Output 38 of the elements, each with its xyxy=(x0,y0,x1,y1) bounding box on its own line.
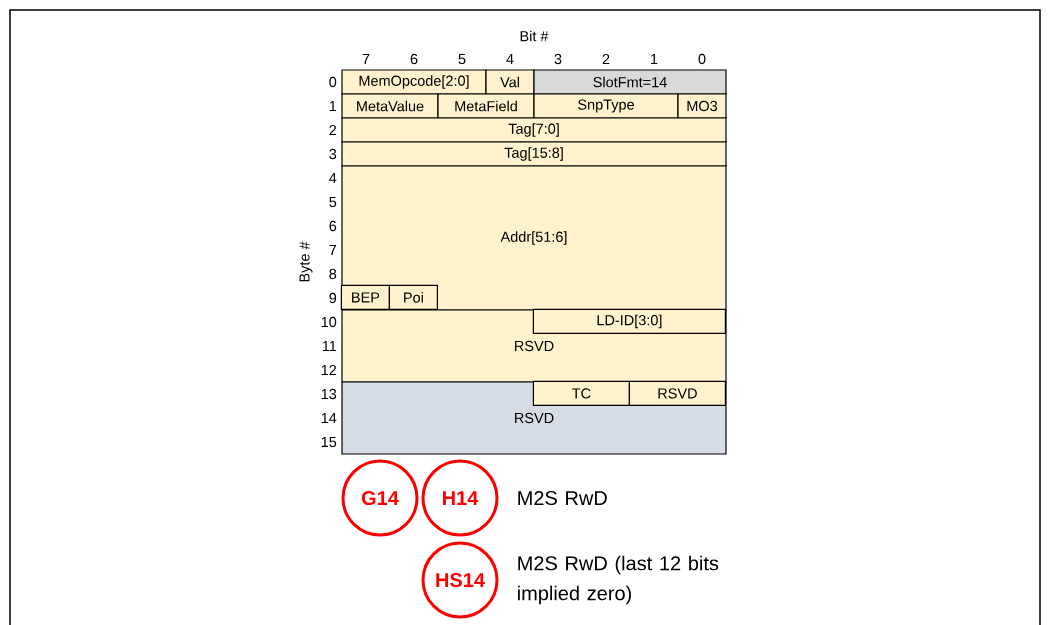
bit-number: 6 xyxy=(410,53,418,65)
field-box: SlotFmt=14 xyxy=(533,69,727,95)
field-box: Tag[15:8] xyxy=(341,141,727,167)
byte-number: 6 xyxy=(329,220,337,232)
field-box: MetaField xyxy=(437,93,535,119)
byte-number: 1 xyxy=(329,101,337,111)
byte-number: 5 xyxy=(329,196,337,208)
bit-number: 2 xyxy=(602,53,610,65)
field-box: Val xyxy=(485,69,535,95)
field-box: Poi xyxy=(388,284,438,310)
byte-number: 7 xyxy=(329,245,337,255)
byte-number: 3 xyxy=(329,148,337,160)
byte-number: 15 xyxy=(321,436,337,448)
byte-number: 4 xyxy=(329,173,337,183)
legend-text: M2S RwD xyxy=(518,490,607,506)
byte-number: 11 xyxy=(322,341,337,351)
field-box: MetaValue xyxy=(341,93,439,119)
axis-title: Bit # xyxy=(520,30,549,42)
legend-text: M2S RwD (last 12 bits implied zero) xyxy=(518,555,719,605)
byte-number: 13 xyxy=(321,388,337,400)
bit-number: 7 xyxy=(362,54,370,64)
field-box: BEP xyxy=(340,284,390,310)
field-box: LD-ID[3:0] xyxy=(532,308,726,334)
bit-number: 4 xyxy=(506,54,514,64)
bit-number: 1 xyxy=(651,54,658,64)
byte-number: 12 xyxy=(321,364,337,376)
byte-number: 0 xyxy=(329,76,337,88)
field-box: RSVD xyxy=(628,380,726,406)
byte-number: 10 xyxy=(321,316,337,328)
axis-title: Byte # xyxy=(299,241,313,282)
field-box: MO3 xyxy=(677,93,727,119)
bit-number: 0 xyxy=(698,53,706,65)
bit-number: 5 xyxy=(458,53,466,65)
byte-number: 2 xyxy=(329,124,337,136)
field-box: TC xyxy=(532,380,630,406)
bit-number: 3 xyxy=(554,53,562,65)
byte-number: 14 xyxy=(321,413,337,423)
byte-number: 8 xyxy=(329,268,337,280)
